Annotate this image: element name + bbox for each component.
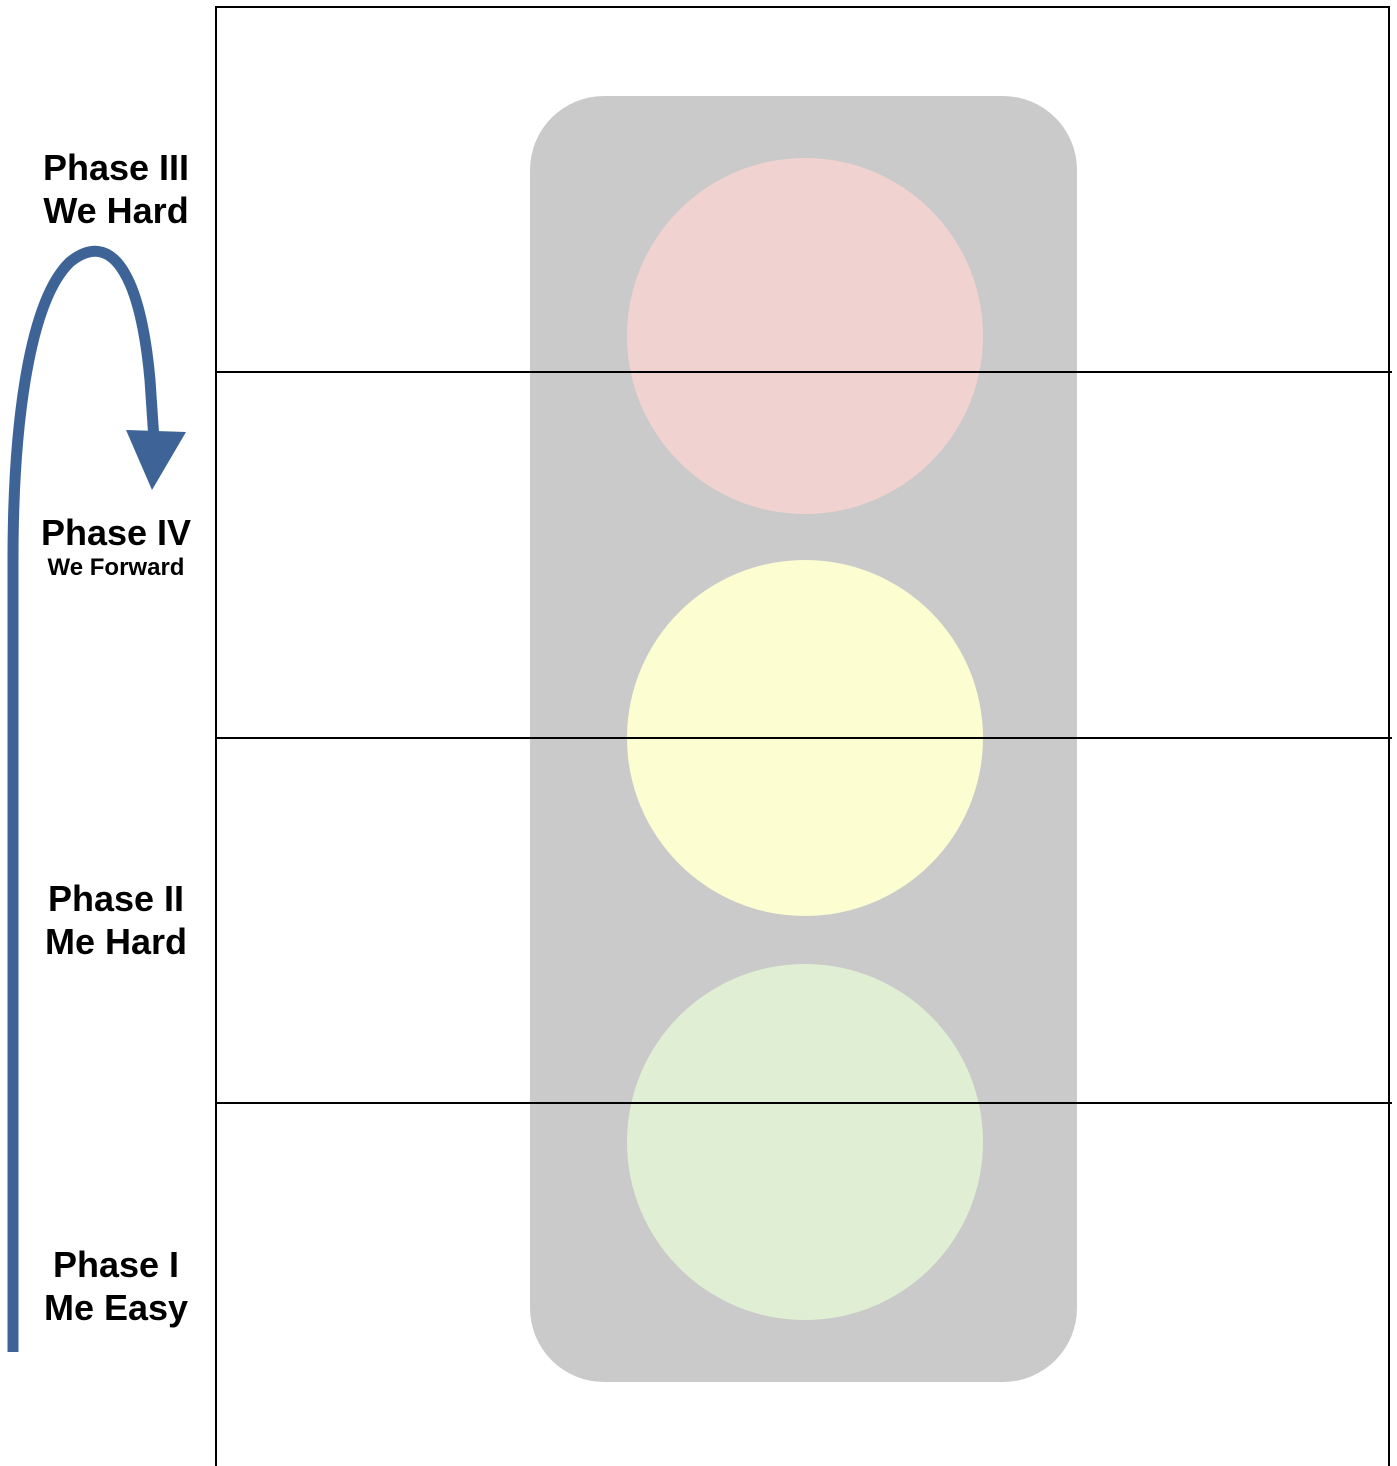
phase-i-name: Phase I — [52, 1244, 180, 1285]
row-divider-1 — [215, 371, 1392, 373]
green-lamp — [627, 964, 983, 1320]
phase-iv-name: Phase IV — [40, 512, 192, 553]
row-divider-2 — [215, 737, 1392, 739]
phase-ii-name: Phase II — [47, 878, 185, 919]
phase-progression-arrow-icon — [7, 245, 186, 1352]
phase-grid — [215, 6, 1390, 1466]
phase-i-subtitle: Me Easy — [43, 1287, 189, 1329]
traffic-light-housing — [530, 96, 1077, 1382]
row-divider-3 — [215, 1102, 1392, 1104]
phase-iii-label: Phase III We Hard — [0, 146, 232, 232]
phase-iv-label: Phase IV We Forward — [0, 511, 232, 583]
phase-ii-label: Phase II Me Hard — [0, 877, 232, 963]
red-lamp — [627, 158, 983, 514]
phase-iii-subtitle: We Hard — [43, 190, 189, 232]
phase-i-label: Phase I Me Easy — [0, 1243, 232, 1329]
phase-ii-subtitle: Me Hard — [44, 921, 188, 963]
phase-iii-name: Phase III — [42, 147, 190, 188]
phase-iv-subtitle: We Forward — [47, 554, 185, 582]
